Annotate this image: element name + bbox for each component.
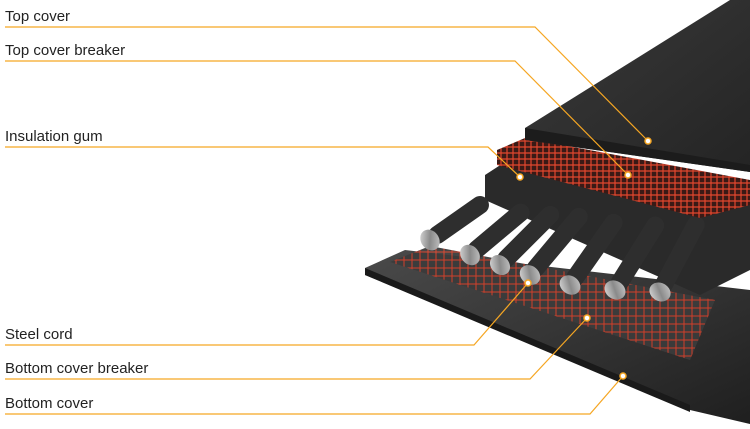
top-cover-breaker-layer [497, 138, 750, 218]
label-top-cover: Top cover [5, 8, 71, 25]
label-bottom-cover-breaker: Bottom cover breaker [5, 360, 149, 377]
leader-line-top-cover [5, 26, 649, 142]
dot-bottom-cover-breaker [583, 314, 591, 322]
dot-bottom-cover [619, 372, 627, 380]
dot-top-cover [644, 137, 652, 145]
dot-insulation-gum [516, 173, 524, 181]
label-steel-cord: Steel cord [5, 326, 73, 343]
dot-top-cover-breaker [624, 171, 632, 179]
top-cover-layer [525, 0, 750, 172]
leader-line-top-cover-breaker [5, 60, 629, 176]
label-top-cover-breaker: Top cover breaker [5, 42, 126, 59]
dot-steel-cord [524, 279, 532, 287]
leader-line-bottom-cover [5, 375, 624, 415]
leader-line-insulation-gum [5, 146, 521, 178]
bottom-cover-breaker-layer [390, 246, 715, 360]
label-bottom-cover: Bottom cover [5, 395, 94, 412]
steel-cords [420, 196, 705, 302]
leader-line-bottom-cover-breaker [5, 317, 588, 380]
leader-line-steel-cord [5, 282, 529, 346]
label-insulation-gum: Insulation gum [5, 128, 103, 145]
